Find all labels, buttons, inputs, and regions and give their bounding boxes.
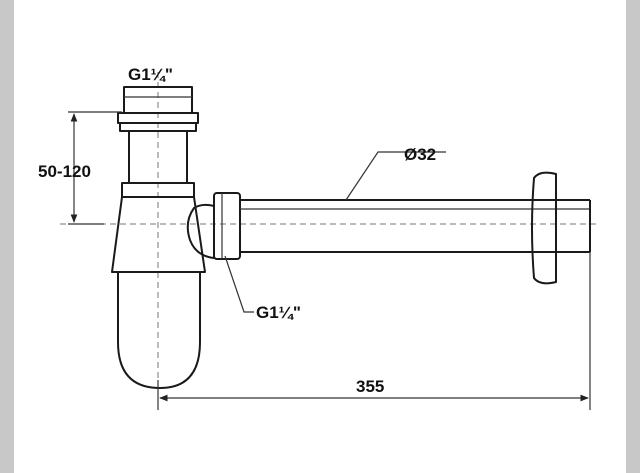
pipe-diameter-label: Ø32 (404, 145, 436, 164)
top-thread-label: G1¼" (128, 65, 173, 84)
frame-border-left (0, 0, 14, 473)
height-dimension (68, 111, 122, 225)
side-nut (213, 192, 241, 260)
siphon-cup (117, 272, 201, 389)
length-dimension (157, 252, 591, 410)
length-label: 355 (356, 377, 384, 396)
drawing-area (14, 0, 626, 473)
side-thread-leader (224, 255, 254, 313)
height-range-label: 50-120 (38, 162, 91, 181)
siphon-bottle (111, 196, 206, 273)
side-thread-label: G1¼" (256, 303, 301, 322)
frame-border-right (626, 0, 640, 473)
wall-flange (531, 171, 557, 285)
elbow-joint (186, 203, 215, 259)
pipe-diameter-leader (345, 151, 446, 201)
